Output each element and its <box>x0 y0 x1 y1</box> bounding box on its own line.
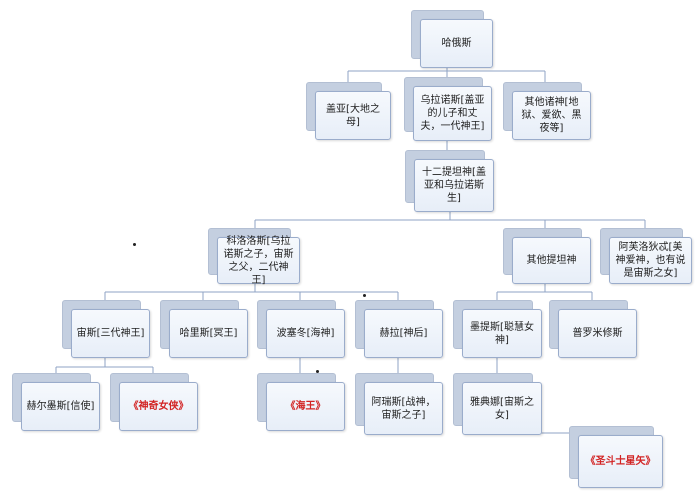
node-aphrodite-label: 阿芙洛狄忒[美神爱神，也有说是宙斯之女] <box>615 242 686 279</box>
node-hades-label: 哈里斯[冥王] <box>179 328 238 339</box>
node-saint-seiya: 《圣斗士星矢》 <box>569 426 663 488</box>
node-uranus: 乌拉诺斯[盖亚的儿子和丈夫，一代神王] <box>404 77 492 141</box>
node-hermes-label: 赫尔墨斯[信使] <box>26 401 95 412</box>
node-athena-label: 雅典娜[宙斯之女] <box>470 396 534 421</box>
node-ares-label: 阿瑞斯[战神，宙斯之子] <box>371 396 436 421</box>
node-cronus: 科洛洛斯[乌拉诺斯之子，宙斯之父，二代神王] <box>208 228 300 286</box>
node-saint-seiya-label: 《圣斗士星矢》 <box>585 456 656 467</box>
node-athena: 雅典娜[宙斯之女] <box>453 373 542 435</box>
node-prometheus-label: 普罗米修斯 <box>572 328 623 339</box>
node-uranus-label: 乌拉诺斯[盖亚的儿子和丈夫，一代神王] <box>420 95 485 132</box>
stray-dot <box>133 243 136 246</box>
node-metis: 墨提斯[聪慧女神] <box>453 300 542 358</box>
node-gaia-label: 盖亚[大地之母] <box>326 103 380 128</box>
node-hermes: 赫尔墨斯[信使] <box>12 373 100 431</box>
node-aquaman: 《海王》 <box>257 373 345 431</box>
node-aphrodite: 阿芙洛狄忒[美神爱神，也有说是宙斯之女] <box>600 228 692 284</box>
node-titans: 十二提坦神[盖亚和乌拉诺斯生] <box>405 150 494 212</box>
node-ares: 阿瑞斯[战神，宙斯之子] <box>355 373 443 435</box>
stray-dot <box>363 294 366 297</box>
node-other-titans: 其他提坦神 <box>503 228 591 284</box>
node-metis-label: 墨提斯[聪慧女神] <box>470 321 534 346</box>
node-zeus-label: 宙斯[三代神王] <box>76 328 145 339</box>
node-aquaman-label: 《海王》 <box>285 401 326 412</box>
node-gaia: 盖亚[大地之母] <box>306 82 391 140</box>
node-cronus-label: 科洛洛斯[乌拉诺斯之子，宙斯之父，二代神王] <box>223 235 294 286</box>
stray-dot <box>316 370 319 373</box>
node-hagis: 哈俄斯 <box>411 10 493 68</box>
node-poseidon: 波塞冬[海神] <box>257 300 345 358</box>
node-hades: 哈里斯[冥王] <box>160 300 248 358</box>
node-other-gods: 其他诸神[地狱、爱欲、黑夜等] <box>503 82 591 140</box>
node-hagis-label: 哈俄斯 <box>441 38 472 49</box>
node-zeus: 宙斯[三代神王] <box>62 300 150 358</box>
node-prometheus: 普罗米修斯 <box>549 300 637 358</box>
node-wonder-woman: 《神奇女侠》 <box>110 373 198 431</box>
node-other-gods-label: 其他诸神[地狱、爱欲、黑夜等] <box>521 97 582 134</box>
node-wonder-woman-label: 《神奇女侠》 <box>128 401 189 412</box>
node-hera-label: 赫拉[神后] <box>379 328 428 339</box>
node-hera: 赫拉[神后] <box>355 300 443 358</box>
node-poseidon-label: 波塞冬[海神] <box>276 328 335 339</box>
node-other-titans-label: 其他提坦神 <box>526 255 577 266</box>
node-titans-label: 十二提坦神[盖亚和乌拉诺斯生] <box>422 167 486 204</box>
